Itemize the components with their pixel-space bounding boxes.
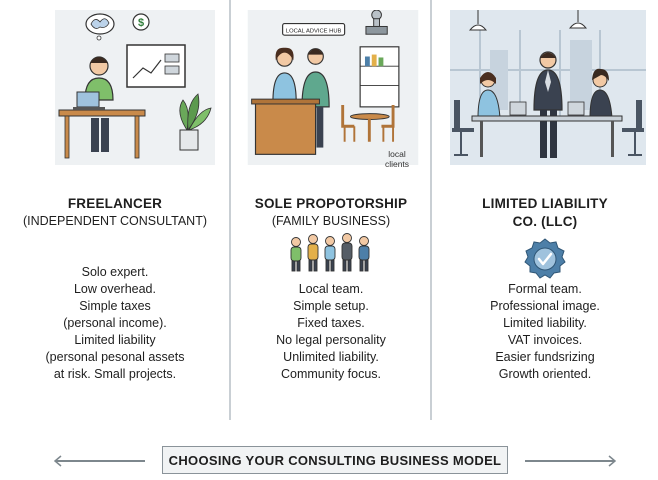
- sign-icon: LOCAL ADVICE HUB: [282, 22, 346, 36]
- llc-column: LIMITED LIABILITY CO. (LLC) Formal team.…: [432, 0, 658, 420]
- description-line: Local team.: [298, 282, 364, 296]
- stamp-icon: [365, 10, 388, 35]
- svg-text:$: $: [138, 17, 144, 29]
- description-line: No legal personality: [276, 333, 386, 347]
- freelancer-title: FREELANCER: [67, 196, 163, 211]
- description-line: Low overhead.: [73, 282, 156, 296]
- description-line: Limited liability: [74, 333, 156, 347]
- description-line: Professional image.: [490, 299, 600, 313]
- footer-banner: CHOOSING YOUR CONSULTING BUSINESS MODEL: [162, 446, 508, 474]
- description-line: Solo expert.: [81, 265, 149, 279]
- description-line: Fixed taxes.: [297, 316, 365, 330]
- shelf-icon: [359, 46, 400, 108]
- llc-description: Formal team. Professional image. Limited…: [432, 281, 658, 383]
- arrow-right-line: [525, 460, 615, 462]
- llc-illustration: [450, 10, 646, 165]
- description-line: (personal income).: [63, 316, 167, 330]
- dollar-thought-icon: $: [132, 13, 150, 31]
- sole-proprietorship-description: Local team. Simple setup. Fixed taxes. N…: [231, 281, 431, 383]
- arrow-right-icon: [608, 455, 617, 467]
- freelancer-description: Solo expert. Low overhead. Simple taxes …: [0, 264, 230, 383]
- freelancer-illustration: $: [55, 10, 215, 165]
- footer-label: CHOOSING YOUR CONSULTING BUSINESS MODEL: [168, 452, 502, 468]
- description-line: at risk. Small projects.: [53, 367, 177, 381]
- column-divider: [430, 0, 432, 420]
- description-line: Simple setup.: [293, 299, 369, 313]
- pendant-lamp-icon: [568, 10, 588, 29]
- description-line: (personal pesonal assets: [45, 350, 185, 364]
- laptop-icon: [73, 91, 105, 110]
- verified-badge-icon: [524, 238, 566, 279]
- description-line: Simple taxes: [79, 299, 151, 313]
- freelancer-column: $ FREELANCER (INDEPENDENT CONSULTANT) So…: [0, 0, 230, 420]
- description-line: Limited liability.: [503, 316, 587, 330]
- description-line: Easier fundsrizing: [495, 350, 595, 364]
- arrow-left-icon: [53, 455, 62, 467]
- description-line: VAT invoices.: [507, 333, 583, 347]
- shop-sign-text: LOCAL ADVICE HUB: [286, 28, 342, 34]
- llc-title: LIMITED LIABILITY: [482, 196, 608, 211]
- description-line: Community focus.: [280, 367, 382, 381]
- local-clients-caption: local clients: [384, 149, 410, 169]
- sole-proprietorship-column: LOCAL ADVICE HUB local: [231, 0, 431, 420]
- freelancer-subtitle: (INDEPENDENT CONSULTANT): [22, 214, 208, 228]
- arrow-left-line: [55, 460, 145, 462]
- pendant-lamp-icon: [468, 10, 488, 31]
- llc-title-line2: CO. (LLC): [512, 214, 578, 229]
- description-line: Growth oriented.: [498, 367, 592, 381]
- sole-proprietorship-subtitle: (FAMILY BUSINESS): [271, 214, 391, 228]
- brain-thought-icon: [85, 13, 115, 41]
- plant-icon: [179, 93, 212, 151]
- description-line: Formal team.: [508, 282, 582, 296]
- sole-proprietorship-title: SOLE PROPOTORSHIP: [254, 196, 408, 211]
- people-group-icon: [290, 233, 370, 272]
- sole-proprietorship-illustration: LOCAL ADVICE HUB: [247, 10, 419, 165]
- column-divider: [229, 0, 231, 420]
- chart-board-icon: [126, 44, 186, 88]
- description-line: Unlimited liability.: [283, 350, 379, 364]
